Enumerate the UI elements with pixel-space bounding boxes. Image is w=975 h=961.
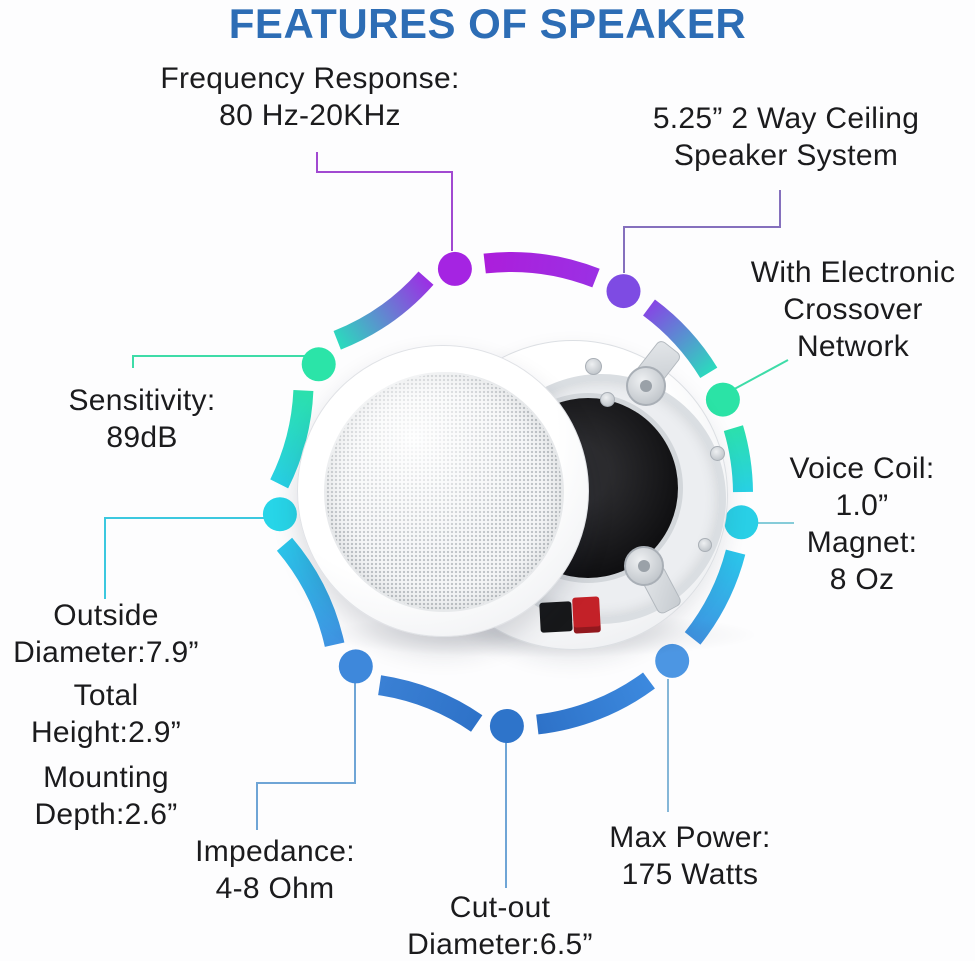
callout-line: Mounting (43, 761, 169, 794)
connector-frequency (316, 152, 453, 251)
ring-arc-left (270, 389, 314, 489)
callout-line: Crossover (783, 293, 923, 326)
frame-screw (710, 446, 725, 461)
ring-arc-lower-right (684, 549, 746, 645)
screw-core (638, 560, 650, 572)
callout-line: Voice Coil: (789, 452, 935, 485)
ring-dots (262, 251, 759, 743)
callout-line: 175 Watts (621, 858, 759, 891)
callout-line: Frequency Response: (160, 62, 460, 95)
callout-line: 1.0” (835, 489, 889, 522)
callout-line: Total (73, 679, 139, 712)
callout-crossover-network: With Electronic Crossover Network (733, 254, 973, 365)
ring-dot-left (262, 497, 297, 532)
connector-lines (104, 152, 794, 888)
callout-frequency-response: Frequency Response: 80 Hz-20KHz (110, 60, 510, 134)
callout-line: Cut-out (449, 891, 551, 924)
ring-arc-top (483, 252, 600, 288)
callout-line: 4-8 Ohm (215, 872, 335, 905)
frame-screw (698, 538, 712, 552)
connector-crossover (726, 359, 789, 394)
connector-sensitivity (132, 355, 306, 368)
frame-screw (600, 392, 615, 407)
callout-line: 5.25” 2 Way Ceiling (652, 102, 920, 135)
callout-line: Diameter:7.9” (13, 636, 199, 669)
callout-line: Diameter:6.5” (407, 928, 593, 961)
clamp-screw-top (626, 366, 666, 406)
callout-voice-coil: Voice Coil: 1.0” Magnet: 8 Oz (752, 450, 972, 598)
callout-line: Outside (53, 599, 159, 632)
callout-line: Network (796, 330, 910, 363)
callout-speaker-system: 5.25” 2 Way Ceiling Speaker System (606, 100, 966, 174)
callout-line: Magnet: (806, 526, 918, 559)
callout-line: 80 Hz-20KHz (219, 99, 401, 132)
callout-max-power: Max Power: 175 Watts (540, 819, 840, 893)
callout-line: 89dB (106, 421, 178, 454)
ring-arc-upper-right (642, 299, 718, 379)
callout-line: Depth:2.6” (34, 798, 178, 831)
connector-outside-diameter (104, 517, 267, 599)
ring-arc-right (723, 425, 753, 493)
ring-dot-right-upper (705, 382, 740, 417)
clamp-screw-bottom (624, 546, 664, 586)
speaker-front-view (297, 345, 589, 637)
frame-screw (585, 358, 602, 375)
ring-dot-top-right (606, 274, 641, 309)
ring-dot-bottom-right (655, 643, 690, 678)
callout-line: Max Power: (609, 821, 771, 854)
ring-arcs (270, 252, 753, 735)
callout-line: With Electronic (750, 256, 956, 289)
screw-core (640, 380, 652, 392)
connector-system (623, 190, 781, 273)
ring-dot-right (724, 505, 759, 540)
callout-mounting-depth: Mounting Depth:2.6” (0, 759, 212, 833)
connector-impedance (256, 678, 356, 830)
callout-sensitivity: Sensitivity: 89dB (22, 382, 262, 456)
callout-line: Height:2.9” (30, 716, 182, 749)
ring-dot-bottom-left (338, 649, 373, 684)
callout-line: 8 Oz (829, 563, 895, 596)
ring-arc-bottom-left (377, 675, 483, 732)
callout-outside-diameter: Outside Diameter:7.9” (0, 597, 212, 671)
ring-dot-bottom (489, 709, 524, 743)
ring-dot-left-upper (301, 347, 336, 382)
ring-dot-top-left (437, 251, 472, 286)
ring-arc-lower-left (276, 537, 345, 648)
ring-arc-bottom-right (536, 672, 655, 735)
page-title: FEATURES OF SPEAKER (228, 0, 747, 47)
callout-total-height: Total Height:2.9” (0, 677, 212, 751)
callout-line: Sensitivity: (68, 384, 216, 417)
ring-arc-upper-left (333, 271, 434, 350)
callout-line: Impedance: (195, 835, 355, 868)
callout-cutout-diameter: Cut-out Diameter:6.5” (350, 889, 650, 961)
callout-impedance: Impedance: 4-8 Ohm (125, 833, 425, 907)
grille-highlight (324, 372, 560, 608)
callout-line: Speaker System (673, 139, 899, 172)
